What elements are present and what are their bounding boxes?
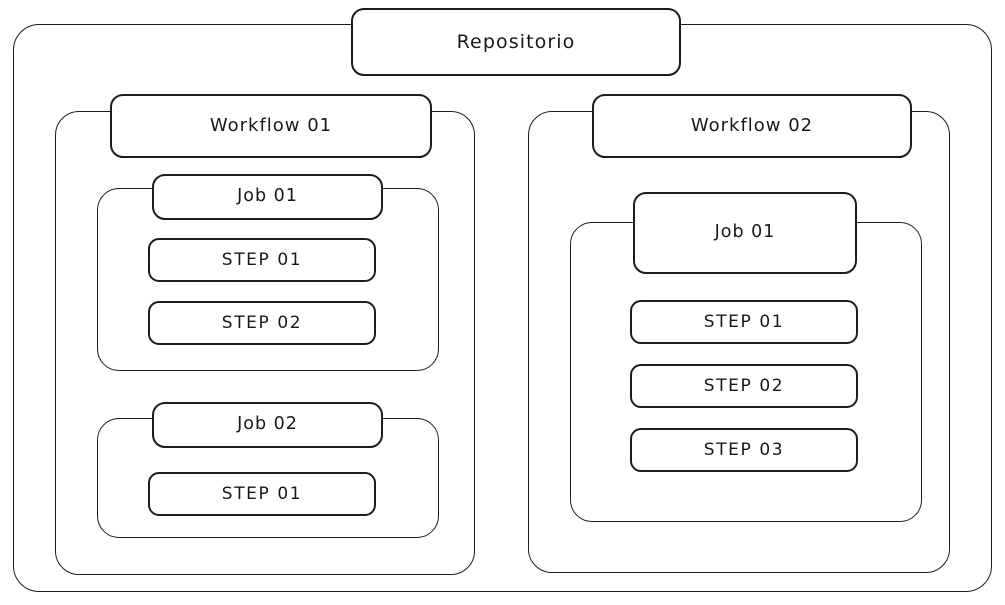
workflow-02-job-01-step-03[interactable]: STEP 03 [630, 428, 858, 472]
workflow-01-job-01-step-02[interactable]: STEP 02 [148, 301, 376, 345]
step-label: STEP 02 [221, 312, 303, 333]
workflow-01-job-02-step-01[interactable]: STEP 01 [148, 472, 376, 516]
workflow-01-job-01-label: Job 01 [237, 186, 298, 207]
repository-label: Repositorio [456, 30, 576, 53]
workflow-01-job-02-node[interactable]: Job 02 [152, 402, 383, 448]
workflow-01-node[interactable]: Workflow 01 [110, 94, 432, 158]
workflow-02-node[interactable]: Workflow 02 [592, 94, 912, 158]
step-label: STEP 02 [703, 375, 785, 396]
workflow-02-job-01-step-01[interactable]: STEP 01 [630, 300, 858, 344]
workflow-01-label: Workflow 01 [209, 115, 333, 137]
workflow-02-job-01-node[interactable]: Job 01 [633, 192, 857, 274]
repository-node[interactable]: Repositorio [351, 8, 681, 76]
workflow-02-job-01-step-02[interactable]: STEP 02 [630, 364, 858, 408]
workflow-01-job-01-step-01[interactable]: STEP 01 [148, 238, 376, 282]
step-label: STEP 01 [221, 483, 303, 504]
step-label: STEP 03 [703, 439, 785, 460]
workflow-01-job-02-label: Job 02 [237, 414, 298, 435]
step-label: STEP 01 [221, 249, 303, 270]
workflow-02-job-01-label: Job 01 [714, 222, 776, 243]
step-label: STEP 01 [703, 311, 785, 332]
workflow-02-label: Workflow 02 [690, 115, 814, 137]
workflow-01-job-01-node[interactable]: Job 01 [152, 174, 383, 220]
